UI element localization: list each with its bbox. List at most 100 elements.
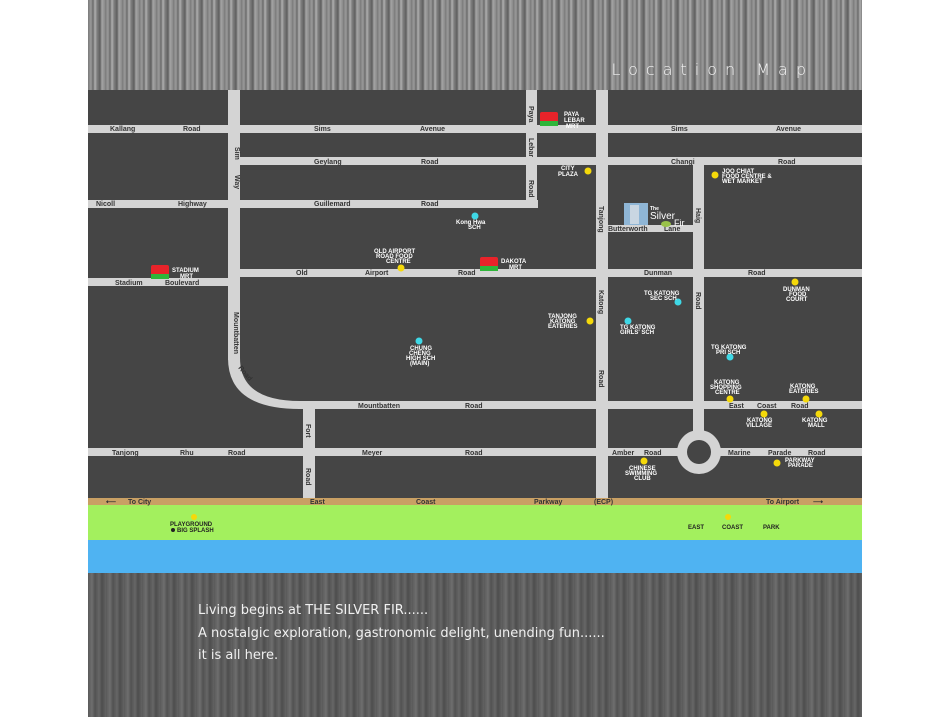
road-label: Lane [664,226,680,233]
road-label: Old [296,270,308,277]
stadium-boulevard [88,278,234,286]
svg-text:SHOPPING: SHOPPING [710,385,742,391]
road-label: Road [421,201,439,208]
road-label: Road [597,370,604,388]
road-label: Way [233,175,240,189]
road-label: Road [228,450,246,457]
mountbatten-road-h [298,401,862,409]
svg-text:Fir: Fir [674,218,685,228]
svg-text:MALL: MALL [808,423,825,429]
header-banner: Location Map [88,0,862,90]
road-label: Nicoll [96,201,115,208]
svg-text:WET MARKET: WET MARKET [722,179,763,185]
svg-text:(MAIN): (MAIN) [410,361,429,367]
sims-way [228,90,240,360]
svg-text:CHINESE: CHINESE [629,466,656,472]
road-label: Road [183,126,201,133]
road-label: Coast [757,403,777,410]
svg-text:TG KATONG: TG KATONG [711,345,747,351]
road-label: Avenue [776,126,801,133]
svg-text:KATONG: KATONG [747,418,773,424]
svg-text:CENTRE: CENTRE [386,259,411,265]
svg-text:KATONG: KATONG [714,380,740,386]
svg-text:KATONG: KATONG [790,384,816,390]
east-coast-park [88,505,862,540]
road-label: Road [791,403,809,410]
svg-text:GIRLS' SCH: GIRLS' SCH [620,330,654,336]
svg-text:STADIUM: STADIUM [172,268,199,274]
paya-lebar-road [526,90,537,208]
road-label: East [310,499,325,506]
tanjong-katong-road [596,90,608,498]
svg-text:COURT: COURT [786,297,808,303]
sims-avenue-road [88,125,862,133]
the-silver-fir-project[interactable]: The Silver Fir [624,203,685,228]
road-label: Changi [671,159,695,166]
map: Kallang Road Sims Avenue Sims Avenue Gey… [88,90,862,573]
road-label: Road [808,450,826,457]
road-label: To Airport [766,499,800,506]
svg-text:COAST: COAST [722,525,743,531]
arrow-left-icon: ⟵ [106,499,116,506]
road-label: Boulevard [165,280,199,287]
road-label: (ECP) [594,499,613,506]
road-label: Meyer [362,450,383,457]
roads [88,90,862,498]
svg-text:BIG SPLASH: BIG SPLASH [177,528,214,534]
meyer-road [88,448,862,456]
road-label: Road [644,450,662,457]
svg-text:LEBAR: LEBAR [564,118,585,124]
svg-text:CHUNG: CHUNG [410,346,432,352]
mountbatten-curve [228,358,300,409]
road-label: Road [527,180,534,198]
road-label: Sims [671,126,688,133]
svg-text:TG KATONG: TG KATONG [644,291,680,297]
road-label: East [729,403,744,410]
tagline-panel: Living begins at THE SILVER FIR...... A … [88,573,862,717]
svg-text:EATERIES: EATERIES [548,324,578,330]
tagline-line: it is all here. [198,648,279,663]
svg-text:FOOD: FOOD [789,292,807,298]
svg-text:EAST: EAST [688,525,704,531]
svg-text:JOO CHIAT: JOO CHIAT [722,169,755,175]
svg-text:Kong Hwa: Kong Hwa [456,220,486,226]
svg-text:CENTRE: CENTRE [715,390,740,396]
ecp-expressway [88,498,862,505]
road-label: Marine [728,450,751,457]
svg-text:MRT: MRT [566,124,579,130]
road-label: Guillemard [314,201,351,208]
changi-road [234,157,862,165]
road-label: Road [304,468,311,486]
svg-text:EATERIES: EATERIES [789,389,819,395]
road-label: Butterworth [608,226,648,233]
svg-text:DUNMAN: DUNMAN [783,287,810,293]
svg-text:KATONG: KATONG [802,418,828,424]
svg-text:DAKOTA: DAKOTA [501,259,527,265]
road-label: Tanjong [597,206,604,233]
svg-text:SEC SCH: SEC SCH [650,296,677,302]
road-label: Katong [597,290,604,314]
svg-text:HIGH SCH: HIGH SCH [406,356,435,362]
